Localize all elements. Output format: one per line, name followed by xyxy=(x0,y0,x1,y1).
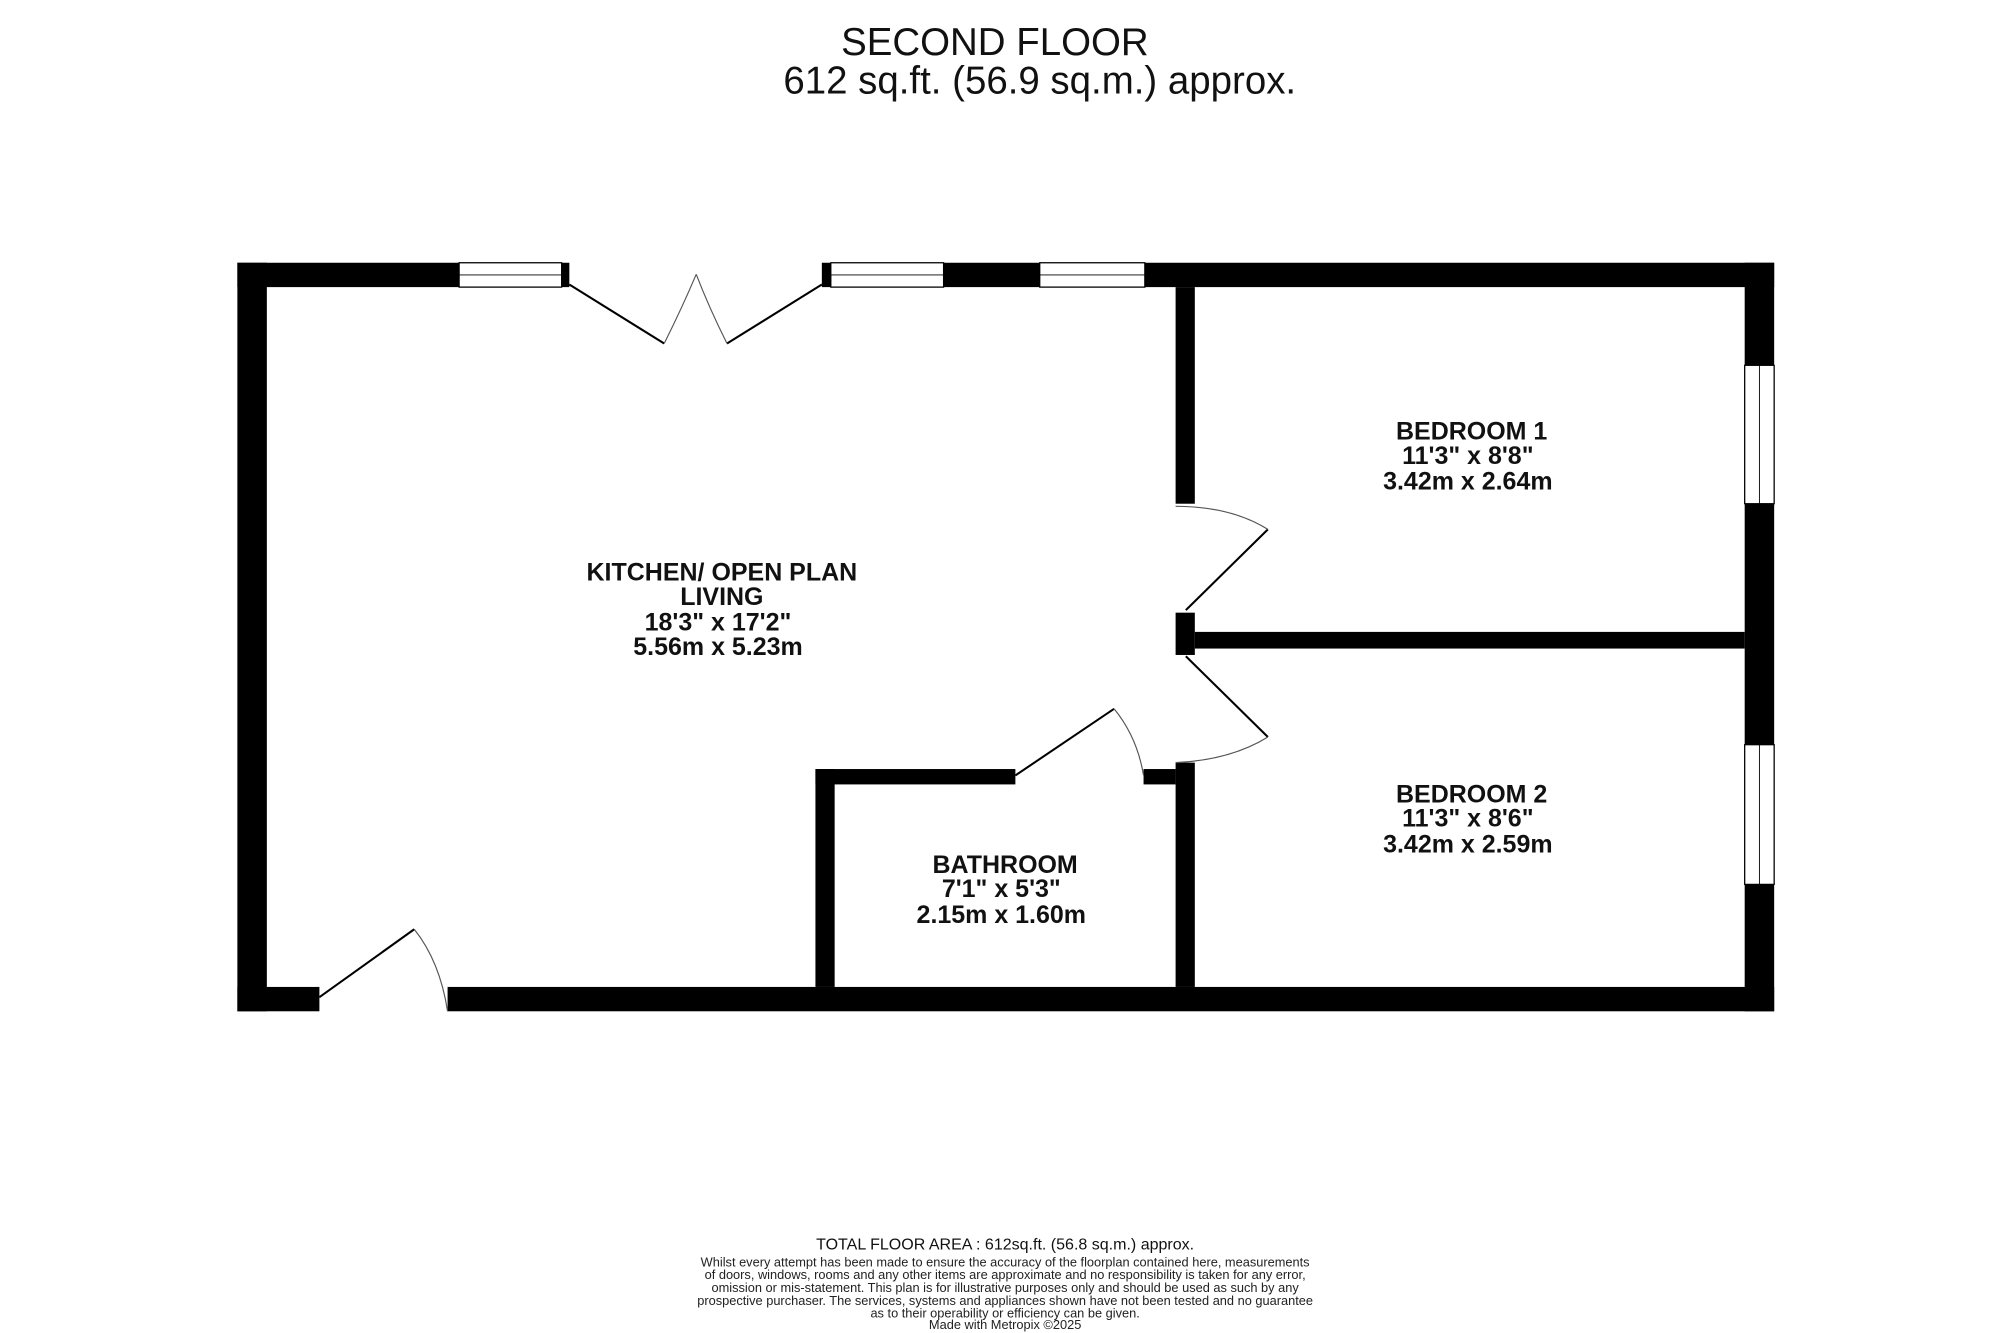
total-floor-area: TOTAL FLOOR AREA : 612sq.ft. (56.8 sq.m.… xyxy=(816,1236,1194,1254)
disclaimer-line: of doors, windows, rooms and any other i… xyxy=(705,1267,1306,1282)
walls xyxy=(237,262,1775,1012)
disclaimer-line: prospective purchaser. The services, sys… xyxy=(697,1293,1313,1308)
svg-text:18'3" x 17'2": 18'3" x 17'2" xyxy=(645,609,792,637)
doors xyxy=(318,274,1269,1012)
floor-area: 612 sq.ft. (56.9 sq.m.) approx. xyxy=(783,60,1296,103)
svg-text:BEDROOM 2: BEDROOM 2 xyxy=(1396,780,1547,808)
svg-text:3.42m x 2.64m: 3.42m x 2.64m xyxy=(1383,468,1552,496)
svg-text:2.15m x 1.60m: 2.15m x 1.60m xyxy=(917,901,1086,929)
floor-name: SECOND FLOOR xyxy=(841,21,1149,64)
credit: Made with Metropix ©2025 xyxy=(929,1317,1081,1332)
svg-text:7'1" x 5'3": 7'1" x 5'3" xyxy=(942,875,1061,903)
footer: TOTAL FLOOR AREA : 612sq.ft. (56.8 sq.m.… xyxy=(697,1236,1313,1332)
room-bedroom-1: BEDROOM 1 11'3" x 8'8" 3.42m x 2.64m xyxy=(1383,418,1552,496)
room-bathroom: BATHROOM 7'1" x 5'3" 2.15m x 1.60m xyxy=(917,851,1086,929)
svg-text:3.42m x 2.59m: 3.42m x 2.59m xyxy=(1383,830,1552,858)
svg-text:KITCHEN/ OPEN PLAN: KITCHEN/ OPEN PLAN xyxy=(587,559,858,587)
svg-text:11'3" x 8'8": 11'3" x 8'8" xyxy=(1402,442,1533,470)
disclaimer-line: as to their operability or efficiency ca… xyxy=(870,1306,1139,1321)
svg-text:BATHROOM: BATHROOM xyxy=(932,851,1077,879)
room-bedroom-2: BEDROOM 2 11'3" x 8'6" 3.42m x 2.59m xyxy=(1383,780,1552,858)
disclaimer-line: Whilst every attempt has been made to en… xyxy=(701,1254,1310,1269)
svg-text:LIVING: LIVING xyxy=(680,583,763,611)
windows xyxy=(458,262,1775,886)
room-kitchen-living: KITCHEN/ OPEN PLAN LIVING 18'3" x 17'2" … xyxy=(587,559,858,661)
svg-text:11'3" x 8'6": 11'3" x 8'6" xyxy=(1402,805,1533,833)
svg-text:5.56m x 5.23m: 5.56m x 5.23m xyxy=(633,633,802,661)
disclaimer-line: omission or mis-statement. This plan is … xyxy=(711,1280,1299,1295)
svg-text:BEDROOM 1: BEDROOM 1 xyxy=(1396,418,1547,446)
